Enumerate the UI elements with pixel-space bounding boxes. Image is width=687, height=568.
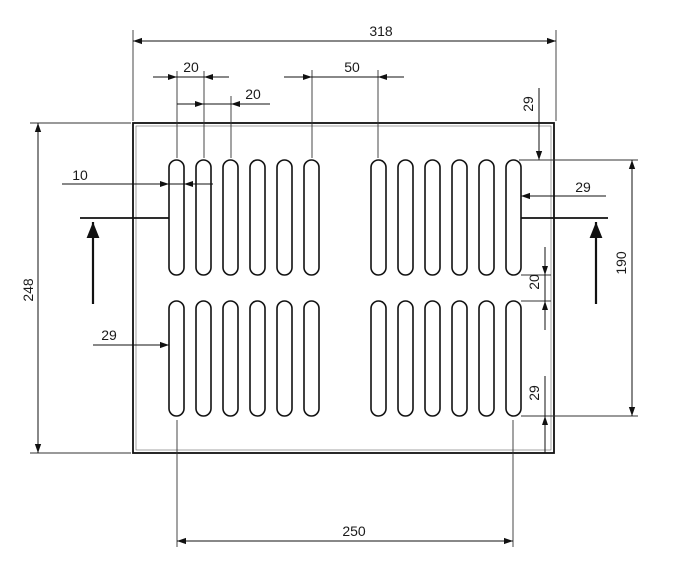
dim-slot-span-width: 250 <box>176 420 514 547</box>
slot <box>451 159 468 276</box>
dim-label-right-inset: 29 <box>575 179 591 195</box>
slot <box>195 300 212 417</box>
dim-label-bottom-margin: 29 <box>526 385 542 401</box>
section-arrow-left <box>80 217 169 304</box>
dim-label-group-offset: 50 <box>344 59 360 75</box>
slot <box>424 300 441 417</box>
slots-group <box>168 159 522 417</box>
slot <box>370 300 387 417</box>
dim-top-margin: 29 <box>519 88 545 161</box>
slot <box>195 159 212 276</box>
slot <box>249 159 266 276</box>
dim-bottom-margin: 29 <box>521 376 551 453</box>
dim-label-overall-height: 248 <box>20 278 36 302</box>
dim-overall-height: 248 <box>20 122 131 454</box>
slot <box>478 159 495 276</box>
slot <box>276 300 293 417</box>
dim-label-slot-span-height: 190 <box>613 251 629 275</box>
dim-slot-pitch-a: 20 <box>153 59 229 158</box>
dim-label-slot-span-width: 250 <box>342 523 366 539</box>
dim-slot-width: 10 <box>62 167 213 187</box>
slot <box>222 300 239 417</box>
slot <box>478 300 495 417</box>
slot <box>168 159 185 276</box>
dim-group-offset: 50 <box>284 59 404 158</box>
slot <box>397 159 414 276</box>
slot <box>303 159 320 276</box>
slot <box>303 300 320 417</box>
section-arrow-right <box>521 217 608 304</box>
plate-inner-edge <box>135 125 552 451</box>
dim-label-overall-width: 318 <box>369 23 393 39</box>
slot <box>222 159 239 276</box>
slot <box>249 300 266 417</box>
slot <box>397 300 414 417</box>
dim-row-gap: 20 <box>521 247 551 330</box>
dim-label-left-inset: 29 <box>101 327 117 343</box>
dim-slot-pitch-b: 20 <box>177 86 270 158</box>
dim-overall-width: 318 <box>132 23 557 121</box>
slot <box>505 159 522 276</box>
slot <box>276 159 293 276</box>
slot <box>370 159 387 276</box>
slot <box>451 300 468 417</box>
dim-label-slot-width: 10 <box>72 167 88 183</box>
dim-label-slot-pitch-b: 20 <box>245 86 261 102</box>
slot <box>168 300 185 417</box>
dim-left-inset: 29 <box>93 327 169 349</box>
slot <box>505 300 522 417</box>
slot <box>424 159 441 276</box>
dim-label-slot-pitch-a: 20 <box>183 59 199 75</box>
dim-right-inset: 29 <box>521 179 606 200</box>
dim-label-row-gap: 20 <box>526 274 542 290</box>
dim-label-top-margin: 29 <box>520 96 536 112</box>
